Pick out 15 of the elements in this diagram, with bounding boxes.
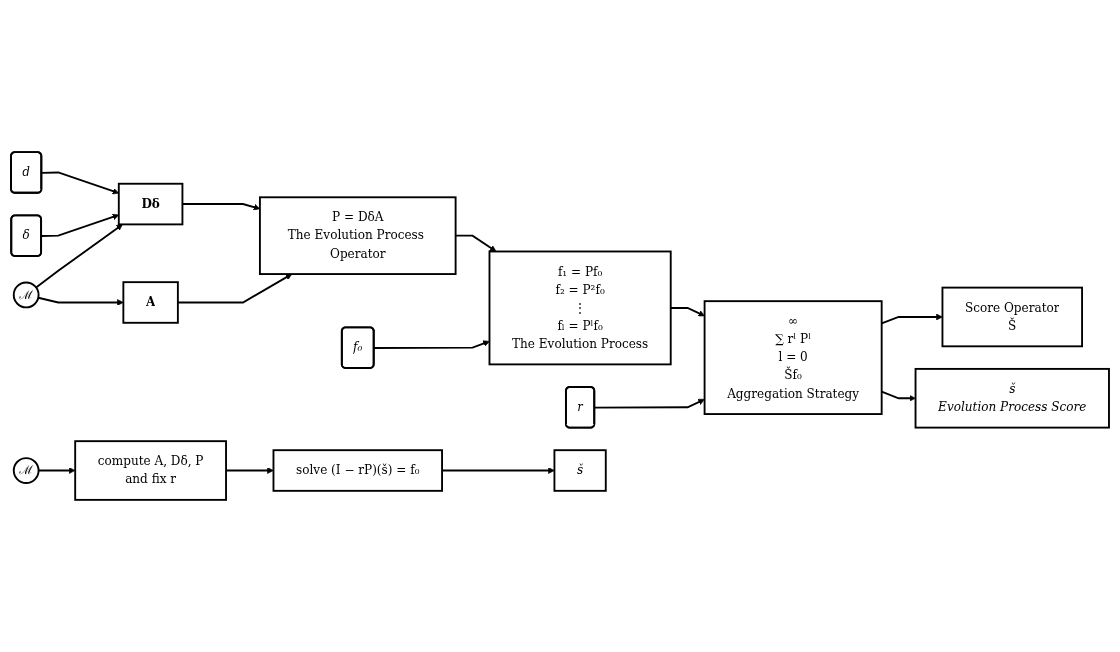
node-box: solve (I − rP)(š) = f₀ — [272, 449, 443, 492]
arrow — [37, 296, 124, 306]
node-box: ∞ ∑ rˡ Pˡ l = 0 Šf₀ Aggregation Strategy — [703, 300, 883, 415]
node-box: compute A, Dδ, P and fix r — [74, 440, 227, 501]
node-box: Score Operator Š — [941, 286, 1083, 348]
node-box: P = DδA The Evolution Process Operator — [258, 196, 457, 275]
node-box: š — [553, 449, 607, 492]
arrow — [373, 340, 490, 349]
arrow — [35, 224, 123, 289]
node-box: Dδ — [117, 182, 184, 226]
node-box: A — [122, 281, 179, 324]
node-box: š Evolution Process Score — [914, 367, 1110, 429]
node-circle: ℳ — [12, 281, 40, 309]
node-box: f₁ = Pf₀ f₂ = P²f₀ ⋮ fₗ = Pˡf₀ The Evolution Process — [488, 250, 672, 366]
node-circle: ℳ — [12, 457, 40, 484]
